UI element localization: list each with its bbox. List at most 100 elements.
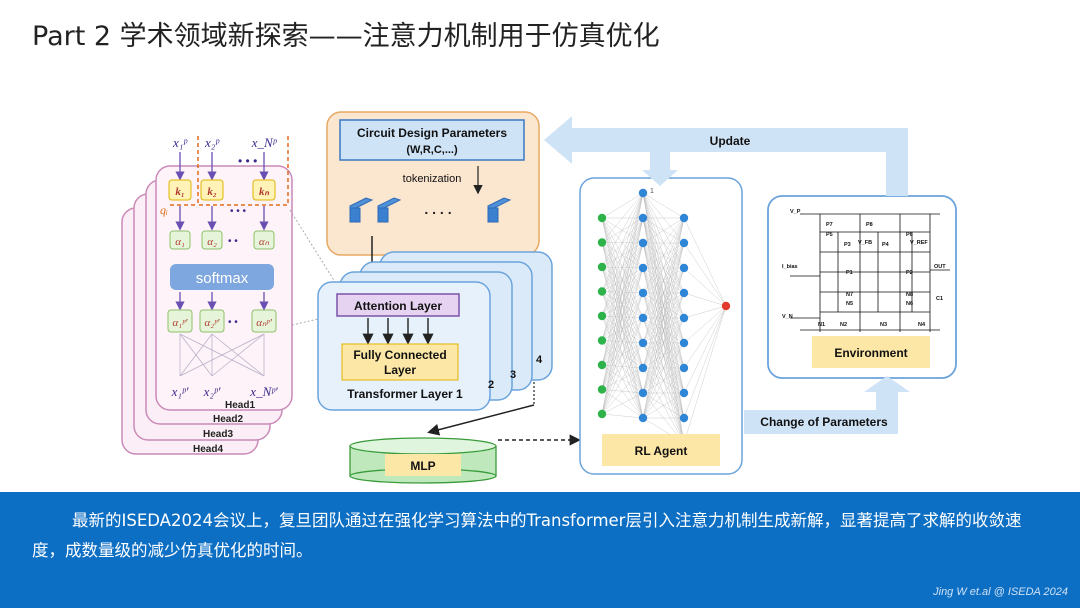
nn-node	[597, 238, 607, 247]
nn-edge	[683, 242, 727, 307]
nn-edge	[601, 217, 644, 294]
nn-edge	[642, 217, 685, 294]
circuit-label: V_N	[782, 314, 793, 320]
rl-agent-block: 1 RL Agent	[579, 177, 743, 475]
circuit-label: P3	[844, 242, 851, 248]
weighted-sum-connections	[179, 333, 265, 377]
key-box-2	[200, 179, 224, 201]
nn-edge	[683, 305, 727, 394]
circuit-label: N7	[846, 292, 853, 298]
mlp-top	[349, 437, 497, 455]
head-label-2: Head2	[213, 414, 243, 425]
key-box-n	[252, 179, 276, 201]
nn-node	[638, 388, 648, 398]
token-blocks	[349, 197, 512, 223]
nn-node	[597, 311, 607, 321]
nn-edge	[601, 192, 644, 341]
score-dots: • •	[228, 236, 238, 247]
transformer-layer-label: Transformer Layer 1	[347, 387, 463, 401]
nn-node	[638, 188, 648, 198]
circuit-label: N3	[880, 322, 887, 328]
score-box-1	[169, 230, 191, 250]
nn-edge	[601, 192, 644, 219]
nn-node	[597, 360, 607, 370]
circuit-label: OUT	[934, 264, 946, 270]
update-label: Update	[710, 134, 751, 148]
weight-box-2	[199, 309, 225, 333]
change-of-parameters-label: Change of Parameters	[760, 415, 888, 429]
circuit-label: P6	[906, 232, 913, 238]
nn-node	[638, 363, 648, 373]
nn-edge	[683, 305, 727, 419]
input-xN: x_Nᵖ	[251, 135, 278, 150]
nn-edge	[601, 392, 644, 415]
circuit-label: P2	[906, 270, 913, 276]
nn-edge	[601, 367, 644, 415]
nn-node	[638, 238, 648, 248]
transformer-to-mlp-path	[427, 404, 535, 436]
nn-edge	[642, 192, 685, 219]
nn-edge	[683, 305, 727, 319]
token-dots: . . . .	[424, 201, 451, 217]
nn-edge	[601, 192, 644, 390]
nn-node	[721, 301, 731, 311]
key-dashed-frame	[197, 136, 289, 206]
nn-node	[679, 363, 689, 373]
nn-edge	[642, 317, 685, 419]
nn-edge	[601, 192, 644, 292]
nn-edge	[642, 217, 685, 369]
nn-edge	[642, 217, 685, 244]
stack-label-4: 4	[536, 354, 543, 366]
tokenization-label: tokenization	[403, 173, 462, 185]
nn-node	[679, 413, 689, 423]
query-label: qᵢ	[160, 203, 168, 217]
circuit-params-title: Circuit Design Parameters	[357, 126, 507, 140]
update-arrow: Update	[544, 116, 908, 196]
nn-edge	[601, 192, 644, 243]
nn-edge	[601, 192, 644, 366]
mlp-label-box	[385, 454, 461, 476]
circuit-label: N8	[906, 292, 913, 298]
transformer-stack: 2 3 4 Attention Layer Fully Connected La…	[317, 251, 553, 436]
head-label-1: Head1	[225, 400, 255, 411]
nn-node	[597, 385, 607, 394]
nn-node	[597, 409, 607, 419]
nn-node	[638, 288, 648, 298]
circuit-label: V_P	[790, 209, 801, 215]
nn-edge	[601, 267, 644, 415]
nn-node	[597, 262, 607, 272]
key-k2: k₂	[207, 186, 217, 198]
nn-edge	[642, 267, 685, 419]
input-x1: x₁ᵖ	[172, 135, 188, 150]
architecture-diagram: Head4 Head3 Head2 Head1 x₁ᵖ x₂ᵖ x_Nᵖ • •…	[121, 111, 957, 484]
head-label-3: Head3	[203, 429, 233, 440]
circuit-params-header	[339, 119, 525, 161]
circuit-label: V_FB	[858, 240, 872, 246]
score-box-n	[253, 230, 275, 250]
nn-node	[638, 263, 648, 273]
nn-edge	[601, 292, 644, 415]
nn-edge	[601, 192, 644, 317]
rl-agent-label-box	[602, 434, 720, 466]
nn-node	[679, 388, 689, 398]
nn-edge	[601, 317, 644, 415]
weight-box-1	[167, 309, 193, 333]
softmax-box	[170, 264, 274, 290]
circuit-label: P1	[846, 270, 853, 276]
circuit-label: N2	[840, 322, 847, 328]
nn-edge	[642, 217, 685, 319]
nn-connections	[601, 192, 727, 444]
attention-layer-box	[336, 293, 460, 317]
page-title: Part 2 学术领域新探索——注意力机制用于仿真优化	[32, 21, 660, 52]
nn-node-index: 1	[650, 188, 654, 195]
weight-dots: • •	[228, 317, 238, 328]
nn-edge	[683, 292, 727, 307]
score-a1: α₁	[175, 236, 185, 248]
nn-edge	[601, 242, 644, 319]
output-x1: x₁ᵖ'	[171, 384, 189, 399]
circuit-label: P7	[826, 222, 833, 228]
output-xN: x_Nᵖ'	[249, 384, 278, 399]
output-x2: x₂ᵖ'	[203, 384, 221, 399]
nn-edge	[683, 305, 727, 344]
caption-band: 最新的ISEDA2024会议上，复旦团队通过在强化学习算法中的Transform…	[0, 492, 1080, 608]
